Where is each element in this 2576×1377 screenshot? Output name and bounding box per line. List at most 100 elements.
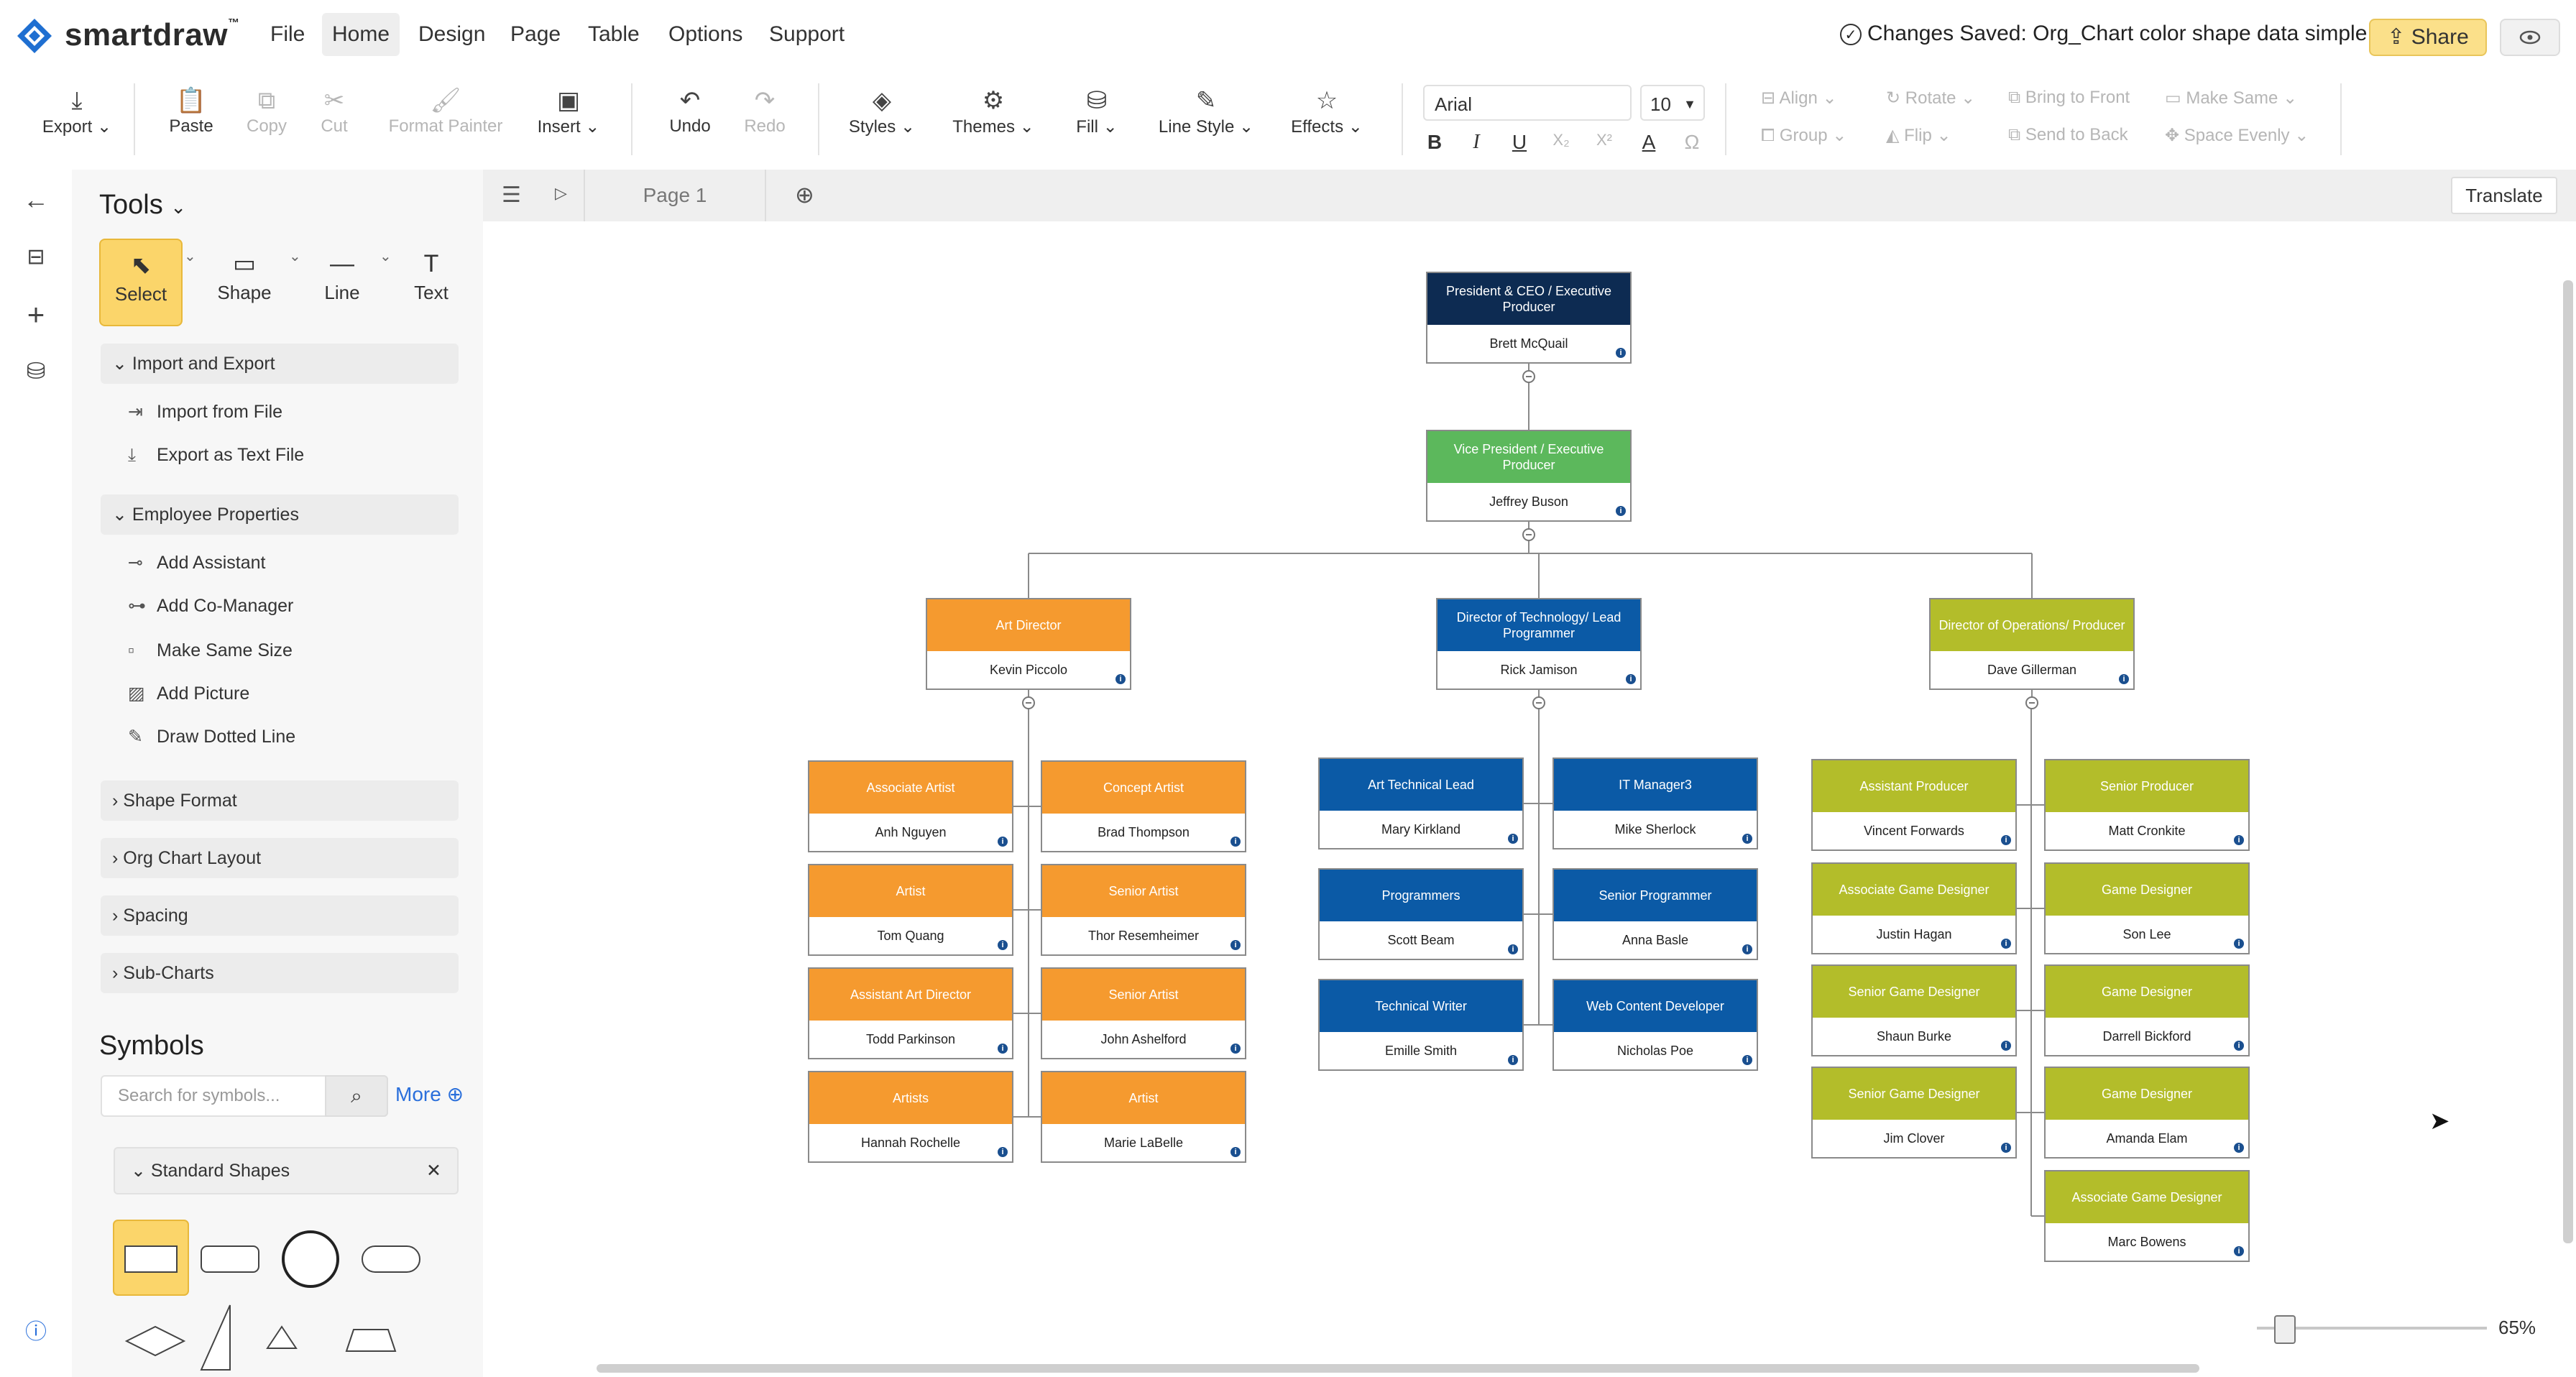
line-style-button[interactable]: ✎Line Style ⌄ — [1149, 85, 1264, 137]
close-icon[interactable]: ✕ — [426, 1161, 441, 1181]
menu-file[interactable]: File — [270, 22, 305, 46]
share-button[interactable]: ⇪ Share — [2369, 19, 2487, 56]
section-shape-format[interactable]: › Shape Format — [101, 780, 459, 821]
select-tool-caret[interactable]: ⌄ — [184, 249, 196, 264]
add-assistant[interactable]: ⊸Add Assistant — [128, 545, 265, 581]
plus-icon[interactable]: + — [27, 298, 45, 331]
info-icon[interactable]: i — [2001, 939, 2011, 949]
special-char-button[interactable]: Ω — [1684, 131, 1700, 153]
import-from-file[interactable]: ⇥Import from File — [128, 394, 282, 430]
smartdraw-logo-icon[interactable] — [16, 17, 53, 55]
zoom-slider-track[interactable] — [2257, 1327, 2487, 1330]
info-icon[interactable]: i — [1230, 837, 1241, 847]
tab-page-1[interactable]: Page 1 — [584, 170, 766, 221]
horizontal-scrollbar[interactable] — [597, 1364, 2199, 1373]
toolbox-icon[interactable]: ⊟ — [27, 245, 45, 269]
info-icon[interactable]: i — [2001, 1041, 2011, 1051]
menu-table[interactable]: Table — [588, 22, 640, 46]
shape-rectangle[interactable] — [124, 1245, 178, 1273]
info-icon[interactable]: i — [1508, 1055, 1518, 1065]
font-size-select[interactable]: 10▼ — [1640, 85, 1705, 121]
play-icon[interactable]: ▷ — [555, 184, 567, 202]
info-icon[interactable]: i — [2119, 674, 2129, 684]
menu-support[interactable]: Support — [769, 22, 845, 46]
shape-tool-caret[interactable]: ⌄ — [289, 249, 301, 264]
info-icon[interactable]: i — [1508, 834, 1518, 844]
bold-button[interactable]: B — [1427, 131, 1443, 153]
shape-trapezoid[interactable] — [345, 1329, 397, 1352]
info-icon[interactable]: i — [2234, 1246, 2244, 1256]
info-icon[interactable]: i — [1116, 674, 1126, 684]
search-icon[interactable]: ⌕ — [325, 1075, 388, 1117]
send-to-back-button[interactable]: ⧉ Send to Back — [2008, 125, 2128, 144]
space-evenly-button[interactable]: ✥ Space Evenly ⌄ — [2165, 126, 2309, 145]
export-button[interactable]: ⤓Export ⌄ — [37, 85, 116, 137]
info-icon[interactable]: i — [2234, 939, 2244, 949]
paste-button[interactable]: 📋Paste — [162, 85, 220, 137]
info-icon[interactable]: i — [1230, 1044, 1241, 1054]
menu-design[interactable]: Design — [418, 22, 486, 46]
select-tool[interactable]: ⬉Select — [99, 239, 183, 326]
info-icon[interactable]: i — [1508, 944, 1518, 954]
effects-button[interactable]: ☆Effects ⌄ — [1284, 85, 1370, 137]
subscript-button[interactable]: X₂ — [1552, 131, 1570, 149]
align-button[interactable]: ⊟ Align ⌄ — [1761, 88, 1837, 108]
make-same-button[interactable]: ▭ Make Same ⌄ — [2165, 88, 2298, 108]
add-co-manager[interactable]: ⊶Add Co-Manager — [128, 588, 293, 624]
draw-dotted-line[interactable]: ✎Draw Dotted Line — [128, 719, 295, 755]
info-icon[interactable]: i — [998, 940, 1008, 950]
cut-button[interactable]: ✂Cut — [309, 85, 359, 137]
help-icon[interactable]: ⓘ — [25, 1320, 47, 1344]
info-icon[interactable]: i — [1626, 674, 1636, 684]
page-list-icon[interactable]: ☰ — [502, 183, 521, 207]
make-same-size[interactable]: ▫Make Same Size — [128, 632, 293, 668]
section-sub-charts[interactable]: › Sub-Charts — [101, 953, 459, 993]
info-icon[interactable]: i — [998, 1044, 1008, 1054]
shape-circle[interactable] — [282, 1230, 339, 1288]
export-text-file[interactable]: ⤓Export as Text File — [128, 437, 304, 473]
shape-rounded-rectangle[interactable] — [201, 1245, 259, 1273]
shape-pill[interactable] — [362, 1245, 420, 1273]
view-mode-button[interactable] — [2500, 19, 2560, 56]
info-icon[interactable]: i — [2001, 835, 2011, 845]
text-color-button[interactable]: A — [1642, 131, 1656, 153]
menu-page[interactable]: Page — [510, 22, 561, 46]
themes-button[interactable]: ⚙Themes ⌄ — [949, 85, 1038, 137]
info-icon[interactable]: i — [1742, 944, 1752, 954]
flip-button[interactable]: ◭ Flip ⌄ — [1886, 126, 1951, 145]
add-page-icon[interactable]: ⊕ — [795, 182, 814, 208]
underline-button[interactable]: U — [1512, 131, 1527, 153]
info-icon[interactable]: i — [998, 1147, 1008, 1157]
font-family-select[interactable]: Arial — [1423, 85, 1632, 121]
insert-button[interactable]: ▣Insert ⌄ — [529, 85, 608, 137]
info-icon[interactable]: i — [998, 837, 1008, 847]
vertical-scrollbar[interactable] — [2563, 280, 2573, 1243]
shape-diamond[interactable] — [124, 1325, 186, 1357]
line-tool-caret[interactable]: ⌄ — [380, 249, 392, 264]
styles-button[interactable]: ◈Styles ⌄ — [842, 85, 921, 137]
tools-title[interactable]: Tools ⌄ — [99, 190, 187, 220]
info-icon[interactable]: i — [1616, 348, 1626, 358]
